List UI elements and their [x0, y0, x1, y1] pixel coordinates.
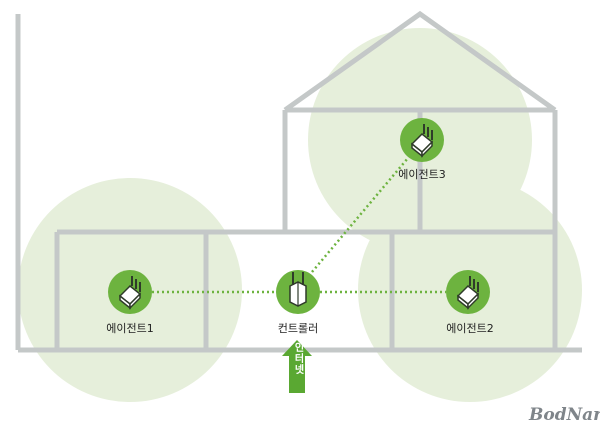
agent3-label: 에이전트3 [398, 168, 446, 181]
router-icon [410, 124, 434, 158]
agent2-node [446, 270, 490, 314]
controller-node [276, 270, 320, 314]
router-icon [118, 276, 142, 310]
internet-label: 인터넷 [292, 342, 303, 375]
agent3-node [400, 118, 444, 162]
controller-router-icon [289, 272, 307, 307]
agent1-label: 에이전트1 [106, 322, 154, 335]
brand-logo: BodNara [529, 405, 600, 425]
router-icon [456, 276, 480, 310]
internet-arrow [282, 340, 312, 393]
controller-label: 컨트롤러 [277, 322, 319, 335]
agent1-node [108, 270, 152, 314]
agent2-label: 에이전트2 [446, 322, 494, 335]
network-links [152, 157, 446, 294]
